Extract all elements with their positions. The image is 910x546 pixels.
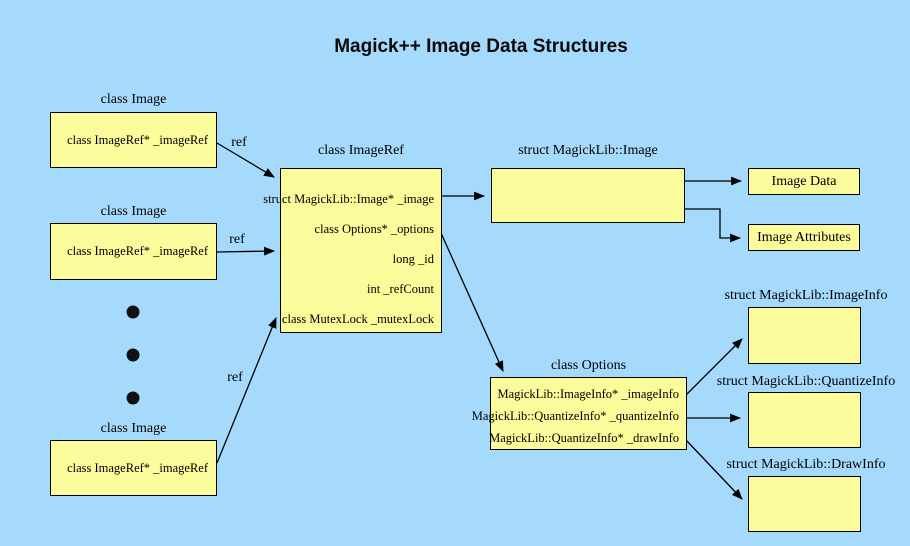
edge-image2-to-imageref	[216, 246, 276, 256]
imageref-member-options: class Options* _options	[314, 222, 434, 236]
class-options-box: MagickLib::ImageInfo* _imageInfo MagickL…	[472, 377, 687, 450]
struct-quantizeinfo-box	[748, 392, 861, 448]
class-image-1-box: class ImageRef* _imageRef	[50, 112, 217, 168]
ellipsis-dot	[126, 348, 140, 362]
imageref-member-id: long _id	[392, 252, 434, 266]
page-title: Magick++ Image Data Structures	[334, 36, 628, 57]
ref-label-2: ref	[229, 232, 245, 247]
struct-imageinfo-label: struct MagickLib::ImageInfo	[724, 288, 888, 303]
imageref-member-mutexlock: class MutexLock _mutexLock	[281, 312, 434, 326]
ellipsis-dot	[126, 305, 140, 319]
edge-options-to-drawinfo	[685, 439, 743, 500]
ellipsis-dot	[126, 391, 140, 405]
options-member-imageinfo: MagickLib::ImageInfo* _imageInfo	[497, 387, 679, 401]
edge-image3-to-imageref	[216, 316, 277, 464]
edge-options-to-imageinfo	[685, 338, 743, 396]
class-imageref-label: class ImageRef	[318, 143, 404, 158]
options-member-quantizeinfo: MagickLib::QuantizeInfo* _quantizeInfo	[471, 409, 679, 423]
edge-imageref-to-options	[440, 232, 504, 373]
struct-drawinfo-label: struct MagickLib::DrawInfo	[726, 457, 886, 472]
class-image-3-box: class ImageRef* _imageRef	[50, 440, 217, 496]
ref-label-1: ref	[231, 135, 247, 150]
image-data-label: Image Data	[771, 173, 837, 189]
class-options-label: class Options	[550, 358, 627, 373]
struct-quantizeinfo-label: struct MagickLib::QuantizeInfo	[716, 374, 896, 389]
class-image-1-member: class ImageRef* _imageRef	[67, 132, 208, 147]
struct-imageinfo-box	[748, 307, 861, 364]
class-image-3-member: class ImageRef* _imageRef	[67, 460, 208, 475]
struct-drawinfo-box	[748, 476, 861, 532]
class-imageref-box: struct MagickLib::Image* _image class Op…	[263, 168, 442, 333]
image-attributes-label: Image Attributes	[757, 229, 851, 245]
imageref-member-image: struct MagickLib::Image* _image	[263, 192, 434, 206]
struct-magicklib-image-label: struct MagickLib::Image	[518, 143, 658, 158]
edge-magicklib-image-to-image-attributes	[685, 208, 742, 243]
class-image-1-label: class Image	[100, 92, 167, 107]
image-data-box: Image Data	[748, 168, 860, 195]
ref-label-3: ref	[227, 370, 243, 385]
class-image-2-member: class ImageRef* _imageRef	[67, 244, 208, 258]
class-image-3-label: class Image	[100, 421, 167, 436]
imageref-member-refcount: int _refCount	[366, 282, 434, 296]
class-image-2-box: class ImageRef* _imageRef	[50, 223, 217, 280]
edge-image1-to-imageref	[216, 142, 275, 178]
image-attributes-box: Image Attributes	[748, 224, 860, 251]
options-member-drawinfo: MagickLib::QuantizeInfo* _drawInfo	[489, 431, 679, 445]
struct-magicklib-image-box	[491, 168, 685, 223]
class-image-2-label: class Image	[100, 204, 167, 219]
